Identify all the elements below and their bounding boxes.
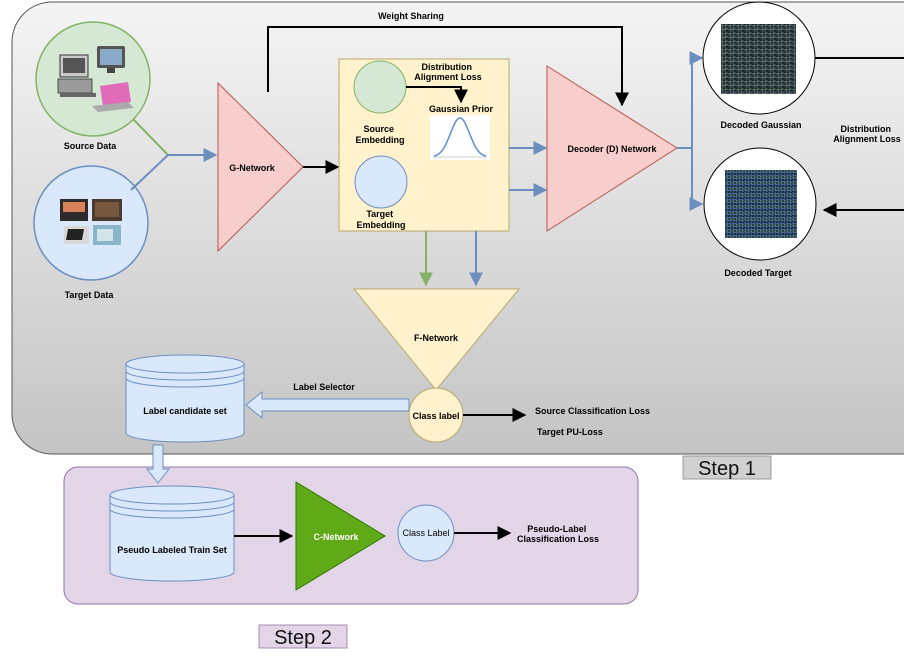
laptop-screen-icon xyxy=(92,82,134,112)
f-network-shape xyxy=(352,288,521,391)
step1-label: Step 1 xyxy=(698,458,756,480)
decoder-network-label: Decoder (D) Network xyxy=(567,144,657,154)
monitor-icon xyxy=(97,46,125,73)
pseudo-label-classification-loss-label: Pseudo-Label Classification Loss xyxy=(517,524,599,544)
source-to-g-line xyxy=(132,118,169,156)
label-candidate-set-cylinder xyxy=(125,354,245,443)
g-network-shape xyxy=(217,81,304,253)
distribution-alignment-loss-right-label: Distribution Alignment Loss xyxy=(833,124,901,144)
weight-sharing-arrow xyxy=(267,26,629,107)
target-pu-loss-label: Target PU-Loss xyxy=(537,427,603,437)
f-network-label: F-Network xyxy=(414,333,459,343)
class-label-step1-label: Class label xyxy=(412,411,459,421)
source-to-prior-arrow xyxy=(406,86,468,104)
decoded-target-label: Decoded Target xyxy=(724,268,791,278)
target-embedding-label: Target Embedding xyxy=(357,209,406,230)
decoded-gaussian-label: Decoded Gaussian xyxy=(720,120,801,130)
laptop-icon xyxy=(57,54,96,97)
target-data-label: Target Data xyxy=(65,290,115,300)
source-data-circle xyxy=(35,21,151,137)
gaussian-prior-label: Gaussian Prior xyxy=(429,104,494,114)
source-data-label: Source Data xyxy=(64,141,118,151)
pseudo-labeled-train-set-cylinder xyxy=(109,485,235,582)
label-candidate-set-label: Label candidate set xyxy=(143,406,227,416)
pseudo-labeled-train-set-label: Pseudo Labeled Train Set xyxy=(117,545,227,555)
c-network-shape xyxy=(295,481,386,591)
candidate-to-pseudo-arrow xyxy=(145,444,171,484)
label-selector-arrow xyxy=(245,390,410,420)
gaussian-prior-plot xyxy=(430,115,490,160)
target-images-icon xyxy=(60,199,122,245)
decoder-to-target-arrow xyxy=(689,148,704,211)
class-label-step2-label: Class Label xyxy=(402,528,449,538)
step2-label-box xyxy=(258,624,348,649)
source-classification-loss-label: Source Classification Loss xyxy=(535,406,650,416)
c-network-label: C-Network xyxy=(313,532,359,542)
target-data-circle xyxy=(33,165,149,281)
target-to-g-line xyxy=(130,154,169,191)
source-embedding-label: Source Embedding xyxy=(356,124,405,145)
target-embedding-circle xyxy=(354,155,408,209)
decoder-network-shape xyxy=(546,65,678,232)
decoded-gaussian-image xyxy=(721,24,796,94)
step1-label-box xyxy=(682,455,772,480)
g-network-label: G-Network xyxy=(229,163,276,173)
distribution-alignment-loss-label: Distribution Alignment Loss xyxy=(414,62,482,82)
label-selector-label: Label Selector xyxy=(293,382,355,392)
source-embedding-circle xyxy=(353,60,407,114)
decoded-target-image xyxy=(725,170,797,238)
weight-sharing-label: Weight Sharing xyxy=(378,11,444,21)
step2-label: Step 2 xyxy=(274,627,332,649)
decoder-to-gaussian-arrow xyxy=(677,51,704,149)
